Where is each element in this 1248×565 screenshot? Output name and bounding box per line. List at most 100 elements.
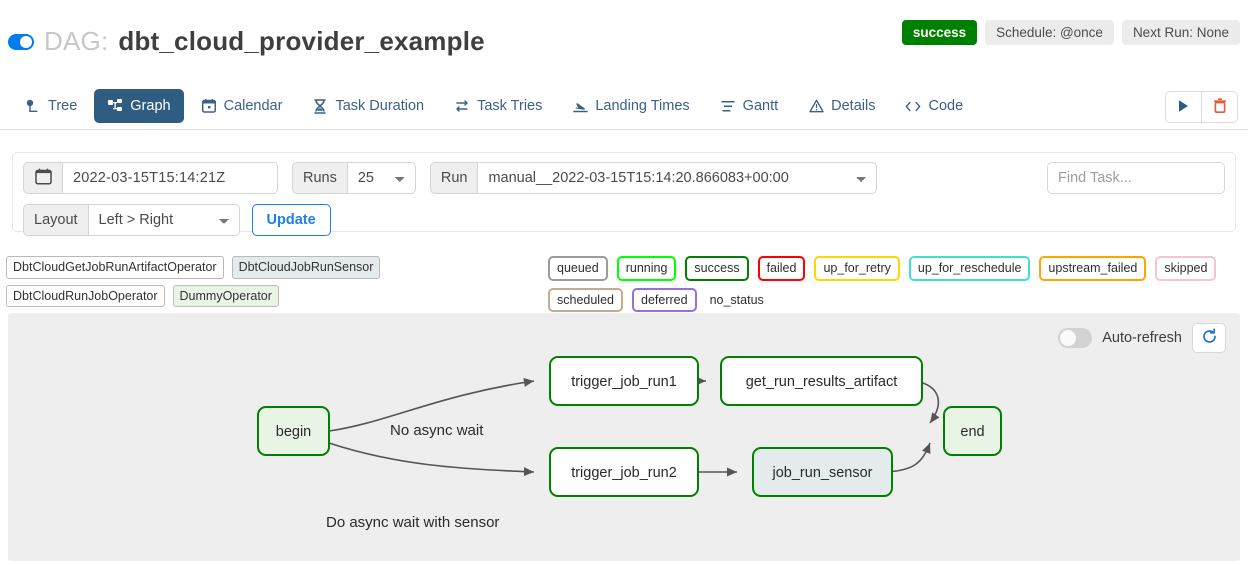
status-pill-failed[interactable]: failed [757, 256, 806, 281]
edge-label: Do async wait with sensor [326, 514, 499, 531]
runs-label: Runs [292, 162, 348, 194]
layout-select[interactable]: Left > Right [87, 204, 240, 236]
tree-icon [25, 98, 41, 114]
graph-nodes: begin trigger_job_run1 get_run_results_a… [257, 356, 1002, 497]
refresh-button[interactable] [1192, 323, 1226, 353]
operator-pill[interactable]: DummyOperator [172, 284, 279, 307]
tab-code[interactable]: Code [892, 89, 976, 123]
triangle-alert-icon [808, 98, 824, 114]
node-label: begin [276, 424, 311, 440]
date-group [23, 162, 278, 194]
tab-tree[interactable]: Tree [12, 89, 90, 123]
dag-title: DAG: dbt_cloud_provider_example [8, 26, 485, 57]
refresh-icon [1201, 328, 1218, 348]
dag-action-buttons [1165, 91, 1238, 123]
auto-refresh-label: Auto-refresh [1102, 330, 1182, 346]
tab-label: Landing Times [595, 98, 690, 114]
dag-prefix-label: DAG: [44, 26, 109, 56]
node-label: get_run_results_artifact [746, 374, 898, 390]
tab-label: Details [831, 98, 876, 114]
dag-graph-svg[interactable]: No async wait Do async wait with sensor … [8, 313, 1240, 561]
status-pill-scheduled[interactable]: scheduled [548, 287, 623, 312]
code-icon [905, 98, 921, 114]
status-badge: success [901, 20, 978, 45]
tab-label: Graph [130, 98, 171, 114]
run-filter-toolbar: Runs 25 Run manual__2022-03-15T15:14:20.… [12, 152, 1236, 236]
tab-label: Task Tries [477, 98, 543, 114]
operator-pill[interactable]: DbtCloudJobRunSensor [231, 256, 381, 279]
status-legend: queued running success failed up_for_ret… [548, 256, 1244, 312]
edge-label: No async wait [390, 422, 484, 439]
node-label: end [960, 424, 984, 440]
tab-landing-times[interactable]: Landing Times [559, 89, 702, 123]
calendar-icon [34, 168, 52, 189]
run-group: Run manual__2022-03-15T15:14:20.866083+0… [429, 162, 878, 194]
status-pill-up-for-reschedule[interactable]: up_for_reschedule [908, 256, 1031, 281]
tab-label: Tree [48, 98, 78, 114]
tab-task-duration[interactable]: Task Duration [299, 89, 437, 123]
node-begin[interactable]: begin [257, 406, 330, 456]
graph-controls: Auto-refresh [1058, 323, 1226, 353]
button-divider [1201, 92, 1202, 122]
layout-label: Layout [23, 204, 89, 236]
toolbar-row-2: Layout Left > Right Update [23, 204, 1225, 236]
status-pill-running[interactable]: running [616, 256, 677, 281]
edge-begin-to-trigger2 [328, 442, 535, 477]
status-pill-success[interactable]: success [685, 256, 749, 281]
delete-dag-button[interactable] [1202, 92, 1237, 122]
legend-area: DbtCloudGetJobRunArtifactOperator DbtClo… [0, 256, 1248, 312]
graph-edge-labels: No async wait Do async wait with sensor [326, 422, 499, 531]
trigger-dag-button[interactable] [1166, 92, 1201, 122]
hourglass-icon [312, 98, 328, 114]
toggle-knob [20, 35, 32, 48]
schedule-badge: Schedule: @once [985, 20, 1114, 45]
calendar-icon [201, 98, 217, 114]
node-label: trigger_job_run2 [571, 465, 677, 481]
operator-pill[interactable]: DbtCloudGetJobRunArtifactOperator [6, 256, 224, 279]
layout-group: Layout Left > Right [23, 204, 240, 236]
tab-details[interactable]: Details [795, 89, 888, 123]
status-pill-no-status[interactable]: no_status [705, 287, 773, 312]
node-label: trigger_job_run1 [571, 374, 677, 390]
status-pill-up-for-retry[interactable]: up_for_retry [814, 256, 900, 281]
update-button[interactable]: Update [251, 204, 331, 236]
header-badges: success Schedule: @once Next Run: None [901, 20, 1240, 45]
node-trigger-job-run2[interactable]: trigger_job_run2 [549, 447, 699, 497]
page-header: DAG: dbt_cloud_provider_example success … [0, 0, 1248, 70]
tab-task-tries[interactable]: Task Tries [441, 89, 555, 123]
auto-refresh-toggle[interactable] [1058, 328, 1093, 348]
status-pill-queued[interactable]: queued [548, 256, 608, 281]
dag-pause-toggle[interactable] [8, 33, 34, 50]
tab-label: Code [928, 98, 964, 114]
num-runs-select[interactable]: 25 [346, 162, 416, 194]
run-label: Run [429, 162, 479, 194]
status-pill-upstream-failed[interactable]: upstream_failed [1039, 256, 1147, 281]
calendar-picker-button[interactable] [23, 162, 63, 194]
tab-bar: Tree Graph Calendar Task Duration [0, 82, 1248, 130]
dag-run-select[interactable]: manual__2022-03-15T15:14:20.866083+00:00 [477, 162, 878, 194]
status-pill-deferred[interactable]: deferred [632, 287, 697, 312]
tab-label: Task Duration [335, 98, 425, 114]
landing-icon [572, 98, 588, 114]
toolbar-row-1: Runs 25 Run manual__2022-03-15T15:14:20.… [23, 162, 1225, 194]
operator-legend: DbtCloudGetJobRunArtifactOperator DbtClo… [6, 256, 536, 307]
play-icon [1177, 99, 1190, 116]
tab-list: Tree Graph Calendar Task Duration [12, 82, 976, 130]
runs-group: Runs 25 [292, 162, 416, 194]
gantt-icon [720, 98, 736, 114]
execution-date-input[interactable] [62, 162, 278, 194]
tab-gantt[interactable]: Gantt [707, 89, 791, 123]
edge-begin-to-trigger1 [328, 378, 535, 432]
tab-graph[interactable]: Graph [94, 89, 184, 123]
status-pill-skipped[interactable]: skipped [1155, 256, 1217, 281]
node-trigger-job-run1[interactable]: trigger_job_run1 [549, 356, 699, 406]
graph-canvas[interactable]: Auto-refresh No as [8, 313, 1240, 561]
operator-pill[interactable]: DbtCloudRunJobOperator [6, 284, 165, 307]
node-job-run-sensor[interactable]: job_run_sensor [752, 447, 893, 497]
trash-icon [1213, 98, 1227, 116]
node-get-run-results-artifact[interactable]: get_run_results_artifact [720, 356, 923, 406]
tab-calendar[interactable]: Calendar [188, 89, 296, 123]
node-end[interactable]: end [943, 406, 1002, 456]
find-task-input[interactable] [1047, 162, 1225, 194]
tab-label: Calendar [223, 98, 283, 114]
